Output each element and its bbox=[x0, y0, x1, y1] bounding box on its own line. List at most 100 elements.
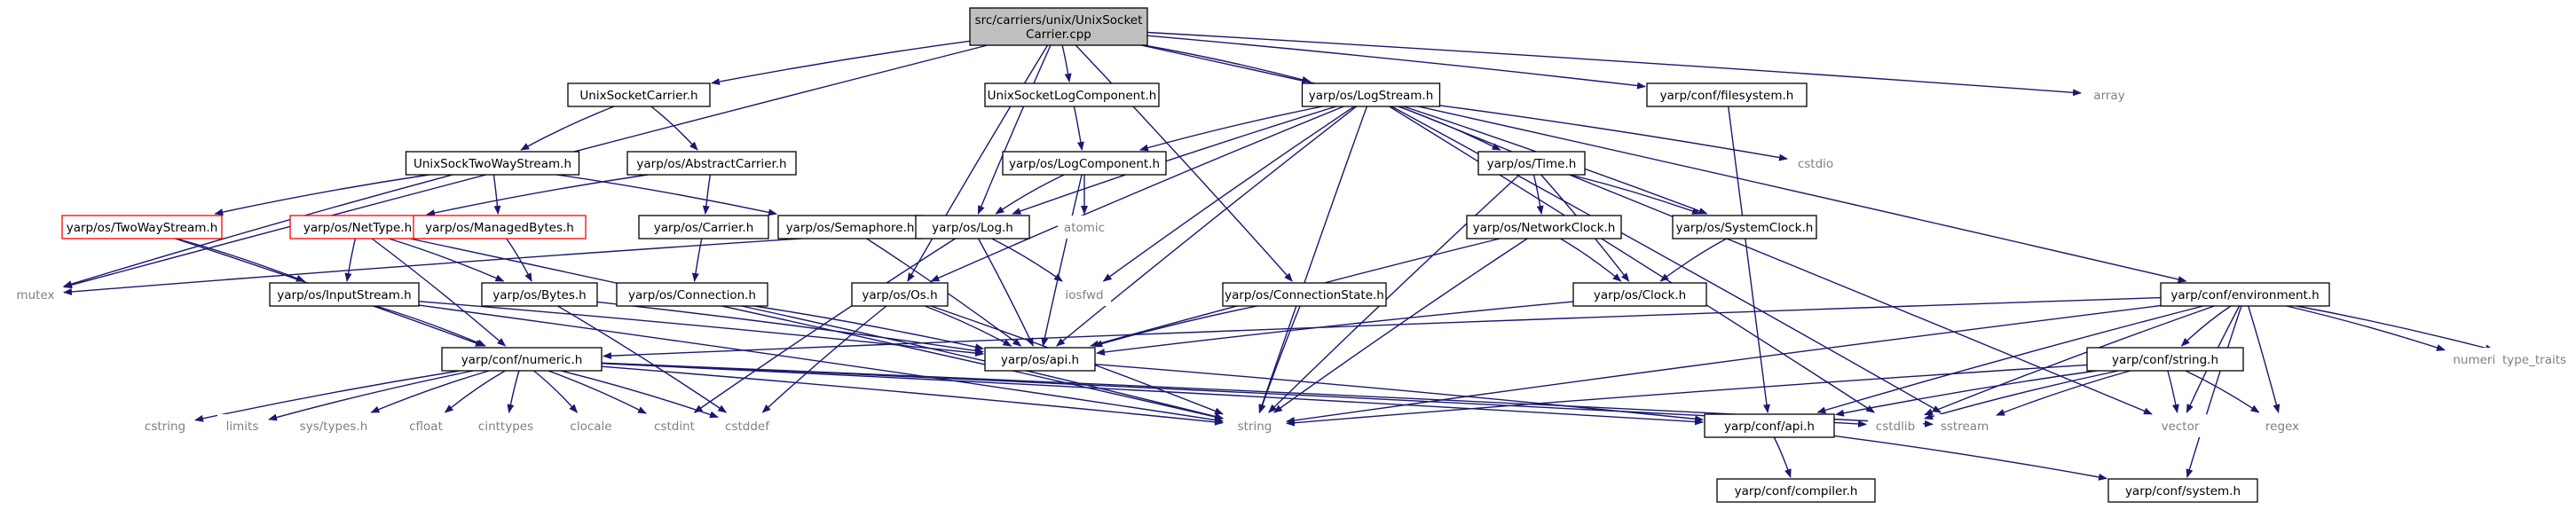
node-label-clocale: clocale bbox=[570, 420, 611, 434]
edge-root-to-ConnectionState bbox=[1075, 44, 1293, 282]
node-Log[interactable]: yarp/os/Log.h bbox=[915, 215, 1030, 239]
edge-LogStream-to-cstdio bbox=[1439, 105, 1788, 161]
node-Clock[interactable]: yarp/os/Clock.h bbox=[1572, 282, 1707, 307]
node-numeric[interactable]: yarp/conf/numeric.h bbox=[441, 347, 603, 372]
node-confapi[interactable]: yarp/conf/api.h bbox=[1704, 413, 1835, 438]
node-label-cfloat: cfloat bbox=[409, 420, 443, 434]
node-type_traits: type_traits bbox=[2495, 348, 2573, 371]
node-ManagedBytes: yarp/os/ManagedBytes.h bbox=[413, 215, 587, 239]
node-bg-cfloat bbox=[401, 414, 451, 437]
node-bg-systypes bbox=[295, 414, 373, 437]
edge-Time-to-string bbox=[1268, 174, 1520, 413]
node-label-cstring: cstring bbox=[145, 420, 185, 434]
node-Time[interactable]: yarp/os/Time.h bbox=[1477, 151, 1586, 176]
edge-LogStream-to-cstdlib bbox=[1389, 106, 1876, 413]
node-box-AbstractCarrier bbox=[626, 151, 797, 176]
node-label-confapi: yarp/conf/api.h bbox=[1724, 420, 1815, 434]
edge-environment-to-confapi bbox=[1816, 305, 2204, 414]
node-label-iosfwd: iosfwd bbox=[1065, 288, 1103, 302]
node-Semaphore[interactable]: yarp/os/Semaphore.h bbox=[777, 215, 923, 239]
edge-LogStream-to-Log bbox=[1012, 106, 1337, 215]
edge-numeric-to-cstdint bbox=[547, 370, 647, 414]
node-UnixSocketLogComponent[interactable]: UnixSocketLogComponent.h bbox=[984, 82, 1160, 107]
node-UnixSocketCarrier[interactable]: UnixSocketCarrier.h bbox=[567, 82, 711, 107]
node-box-osapi bbox=[984, 347, 1096, 372]
edge-UnixSocketCarrier-to-AbstractCarrier bbox=[650, 106, 698, 151]
edge-NetworkClock-to-string bbox=[1272, 238, 1528, 413]
edge-AbstractCarrier-to-NetType bbox=[426, 174, 649, 216]
node-Os[interactable]: yarp/os/Os.h bbox=[851, 282, 949, 307]
edge-NetType-to-numeric bbox=[371, 238, 507, 347]
node-label-numeric_ext: numeric bbox=[2453, 353, 2501, 367]
node-label-osapi: yarp/os/api.h bbox=[1001, 353, 1079, 367]
node-label-string: string bbox=[1238, 420, 1272, 434]
edge-Log-to-cstdint bbox=[693, 238, 956, 413]
node-label-cinttypes: cinttypes bbox=[478, 420, 533, 434]
node-AbstractCarrier[interactable]: yarp/os/AbstractCarrier.h bbox=[626, 151, 797, 176]
edge-UnixSocketCarrier-to-UnixSockTwoWayStream bbox=[520, 106, 615, 151]
node-LogStream[interactable]: yarp/os/LogStream.h bbox=[1301, 82, 1441, 107]
edge-ConnectionState-to-string bbox=[1258, 305, 1301, 413]
node-bg-cstring bbox=[137, 414, 193, 437]
edge-UnixSocketLogComponent-to-LogComponent bbox=[1073, 106, 1084, 151]
edge-root-to-Log bbox=[977, 44, 1052, 215]
edge-UnixSockTwoWayStream-to-Semaphore bbox=[556, 174, 777, 216]
edge-Log-to-mutex bbox=[63, 230, 917, 295]
node-box-UnixSockTwoWayStream bbox=[405, 151, 580, 176]
edge-LogStream-to-osapi bbox=[1056, 106, 1358, 347]
node-box-UnixSocketLogComponent bbox=[984, 82, 1160, 107]
edge-root-to-UnixSocketLogComponent bbox=[1061, 44, 1072, 82]
node-label-Carrier: yarp/os/Carrier.h bbox=[654, 221, 754, 235]
node-root[interactable]: src/carriers/unix/UnixSocketCarrier.cpp bbox=[969, 7, 1148, 46]
node-label-cstdlib: cstdlib bbox=[1876, 420, 1915, 434]
node-NetworkClock[interactable]: yarp/os/NetworkClock.h bbox=[1466, 215, 1622, 239]
node-LogComponent[interactable]: yarp/os/LogComponent.h bbox=[1002, 151, 1167, 176]
node-bg-sstream bbox=[1934, 414, 1995, 437]
node-TwoWayStream: yarp/os/TwoWayStream.h bbox=[61, 215, 223, 239]
node-bg-string bbox=[1225, 414, 1285, 437]
node-string: string bbox=[1225, 414, 1285, 437]
node-label-type_traits: type_traits bbox=[2502, 353, 2566, 367]
node-box-ManagedBytes bbox=[413, 215, 587, 239]
node-label-Clock: yarp/os/Clock.h bbox=[1594, 288, 1686, 302]
node-confstring[interactable]: yarp/conf/string.h bbox=[2086, 347, 2244, 372]
edge-environment-to-type_traits bbox=[2296, 305, 2494, 352]
edge-TwoWayStream-to-InputStream bbox=[176, 238, 305, 282]
node-box-Clock bbox=[1572, 282, 1707, 307]
node-filesystem[interactable]: yarp/conf/filesystem.h bbox=[1646, 82, 1808, 107]
node-mutex: mutex bbox=[9, 283, 62, 306]
node-label-LogStream: yarp/os/LogStream.h bbox=[1309, 89, 1434, 103]
node-box-ConnectionState bbox=[1222, 282, 1387, 307]
node-Connection[interactable]: yarp/os/Connection.h bbox=[616, 282, 768, 307]
node-box-Bytes bbox=[481, 282, 598, 307]
node-box-TwoWayStream bbox=[61, 215, 223, 239]
node-label-numeric: yarp/conf/numeric.h bbox=[461, 353, 583, 367]
node-compiler[interactable]: yarp/conf/compiler.h bbox=[1716, 478, 1876, 503]
node-system[interactable]: yarp/conf/system.h bbox=[2107, 478, 2258, 503]
node-Carrier[interactable]: yarp/os/Carrier.h bbox=[638, 215, 769, 239]
node-InputStream[interactable]: yarp/os/InputStream.h bbox=[269, 282, 420, 307]
node-SystemClock[interactable]: yarp/os/SystemClock.h bbox=[1672, 215, 1817, 239]
edge-NetType-to-string bbox=[409, 238, 1224, 420]
edge-Bytes-to-osapi bbox=[596, 301, 984, 355]
node-atomic: atomic bbox=[1058, 216, 1111, 239]
node-box-root bbox=[969, 7, 1148, 46]
node-cstdio: cstdio bbox=[1789, 152, 1842, 175]
edge-Os-to-osapi bbox=[924, 305, 1012, 347]
node-label-ConnectionState: yarp/os/ConnectionState.h bbox=[1225, 288, 1384, 302]
node-UnixSockTwoWayStream[interactable]: UnixSockTwoWayStream.h bbox=[405, 151, 580, 176]
node-osapi[interactable]: yarp/os/api.h bbox=[984, 347, 1096, 372]
edge-confstring-to-regex bbox=[2185, 370, 2260, 413]
node-box-NetType bbox=[289, 215, 426, 239]
node-cstddef: cstddef bbox=[720, 414, 775, 437]
node-NetType: yarp/os/NetType.h bbox=[289, 215, 426, 239]
node-label-TwoWayStream: yarp/os/TwoWayStream.h bbox=[67, 221, 218, 235]
node-Bytes[interactable]: yarp/os/Bytes.h bbox=[481, 282, 598, 307]
node-environment[interactable]: yarp/conf/environment.h bbox=[2160, 282, 2330, 307]
node-cstring: cstring bbox=[137, 414, 193, 437]
node-bg-iosfwd bbox=[1058, 283, 1111, 306]
edge-NetType-to-Bytes bbox=[388, 238, 505, 282]
node-box-Time bbox=[1477, 151, 1586, 176]
node-ConnectionState[interactable]: yarp/os/ConnectionState.h bbox=[1222, 282, 1387, 307]
